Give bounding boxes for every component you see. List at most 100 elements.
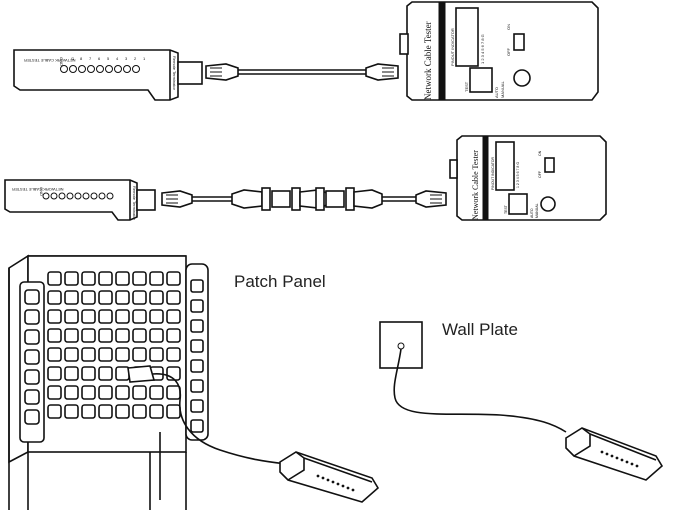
patch-port (64, 271, 79, 286)
patch-port (166, 404, 181, 419)
pinout-label: PINOUT INDICATOR (450, 28, 455, 66)
patch-port (115, 385, 130, 400)
pin-numbers: 1 2 3 4 5 6 7 8 G (480, 34, 485, 64)
wall-plate-box (379, 321, 423, 369)
pinout-label: PINOUT INDICATOR (491, 156, 495, 190)
auto-label: AUTO (530, 208, 534, 218)
led-3 (87, 65, 95, 73)
patch-port (115, 328, 130, 343)
patch-port (149, 290, 164, 305)
patch-port (132, 347, 147, 362)
handset-led-row (316, 474, 355, 492)
patch-port (81, 328, 96, 343)
tester-band (482, 135, 489, 221)
tester-port (399, 33, 409, 55)
patch-port (98, 347, 113, 362)
patch-panel-rack (8, 254, 287, 510)
patch-port (98, 271, 113, 286)
patch-port (64, 290, 79, 305)
patch-port (132, 271, 147, 286)
panel-plug (127, 365, 156, 383)
patch-port (81, 309, 96, 324)
mode-knob[interactable] (513, 69, 531, 87)
led-4 (96, 65, 104, 73)
patch-port (166, 290, 181, 305)
remote-port (177, 61, 203, 85)
tester-port (449, 159, 458, 179)
patch-port (166, 328, 181, 343)
patch-port (47, 347, 62, 362)
remote-name-label: Remote Terminator (132, 186, 137, 221)
patch-port (64, 404, 79, 419)
patch-port (47, 290, 62, 305)
patch-port (132, 385, 147, 400)
tester-band (438, 1, 446, 101)
led-4 (74, 192, 82, 200)
manual-label: MANUAL (535, 203, 539, 218)
patch-port (132, 328, 147, 343)
patch-port (132, 290, 147, 305)
pin-label: G (71, 56, 74, 61)
patch-port (64, 309, 79, 324)
handset-led-row (600, 450, 639, 468)
remote-pin-labels: G 8 7 6 5 4 3 2 1 (71, 56, 146, 61)
wall-plate (379, 321, 567, 433)
pin-label: 3 (125, 56, 128, 61)
patch-port (47, 404, 62, 419)
led-7 (98, 192, 106, 200)
tester-brand-label: Network Cable Tester (423, 21, 433, 100)
remote-unit-2: NETWORK CABLE TESTER GND Remote Terminat… (4, 179, 156, 221)
led-g (60, 65, 68, 73)
led-g (42, 192, 50, 200)
pin-label: 4 (116, 56, 119, 61)
led-5 (105, 65, 113, 73)
auto-label: AUTO (494, 87, 499, 98)
patch-panel-label: Patch Panel (234, 272, 326, 291)
off-label: OFF (538, 171, 542, 178)
remote-led-row (60, 65, 140, 73)
patch-port (47, 271, 62, 286)
patch-port (98, 290, 113, 305)
remote-gnd-label: GND (59, 57, 64, 66)
patch-port (132, 404, 147, 419)
patch-port (98, 366, 113, 381)
led-3 (66, 192, 74, 200)
remote-name-label: Remote Terminator (172, 56, 177, 91)
on-label: ON (538, 150, 542, 156)
power-switch[interactable] (513, 33, 525, 51)
pinout-indicator-panel (495, 141, 515, 191)
patch-port (149, 347, 164, 362)
test-button[interactable] (469, 67, 493, 93)
test-label: TEST (504, 204, 508, 214)
patch-port (47, 366, 62, 381)
led-2 (78, 65, 86, 73)
pin-label: 8 (80, 56, 83, 61)
patch-port (98, 328, 113, 343)
patch-port (81, 366, 96, 381)
test-button[interactable] (508, 193, 528, 215)
patch-cable-2 (161, 187, 447, 211)
patch-port (149, 328, 164, 343)
power-switch[interactable] (544, 157, 555, 173)
led-6 (114, 65, 122, 73)
remote-led-row (42, 192, 114, 200)
mode-knob[interactable] (540, 196, 556, 212)
patch-port (132, 309, 147, 324)
patch-port (47, 385, 62, 400)
led-2 (58, 192, 66, 200)
patch-port (149, 404, 164, 419)
pin-label: 7 (89, 56, 92, 61)
tester-brand-label: Network Cable Tester (471, 150, 480, 220)
led-7 (123, 65, 131, 73)
remote-side-label: NETWORK CABLE TESTER (12, 187, 64, 192)
patch-port (166, 385, 181, 400)
led-6 (90, 192, 98, 200)
patch-port (115, 271, 130, 286)
pin-label: 5 (107, 56, 110, 61)
off-label: OFF (506, 47, 511, 56)
patch-port (149, 385, 164, 400)
patch-port (98, 404, 113, 419)
patch-port (115, 309, 130, 324)
